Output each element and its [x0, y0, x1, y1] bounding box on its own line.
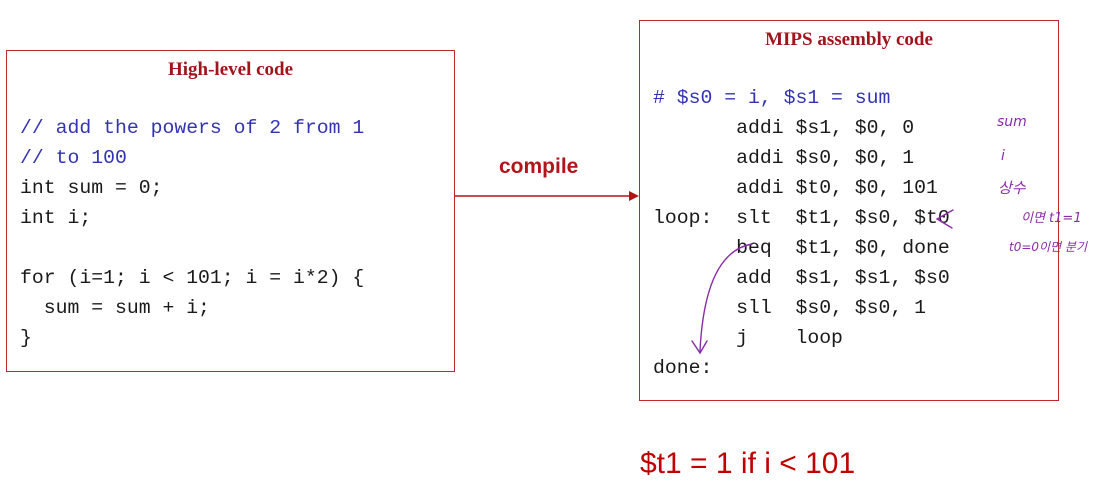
high-level-code-box: High-level code // add the powers of 2 f…	[6, 50, 455, 372]
code-line: addi $s1, $0, 0	[653, 117, 915, 139]
code-line: }	[20, 327, 32, 349]
code-line: loop: slt $t1, $s0, $t0	[653, 207, 950, 229]
mips-assembly-title: MIPS assembly code	[765, 29, 933, 50]
code-line: int i;	[20, 207, 92, 229]
code-line: addi $t0, $0, 101	[653, 177, 938, 199]
code-line: beq $t1, $0, done	[653, 237, 950, 259]
code-line: int sum = 0;	[20, 177, 163, 199]
code-line: sum = sum + i;	[20, 297, 210, 319]
compile-arrow	[455, 191, 639, 201]
code-line: sll $s0, $s0, 1	[653, 297, 927, 319]
code-line: // add the powers of 2 from 1	[20, 117, 365, 139]
code-line: addi $s0, $0, 1	[653, 147, 915, 169]
code-line: # $s0 = i, $s1 = sum	[653, 87, 891, 109]
code-line: done:	[653, 357, 713, 379]
compile-label: compile	[499, 155, 579, 178]
code-line: for (i=1; i < 101; i = i*2) {	[20, 267, 365, 289]
mips-assembly-listing: # $s0 = i, $s1 = sum addi $s1, $0, 0 add…	[653, 83, 950, 383]
high-level-code-listing: // add the powers of 2 from 1 // to 100 in…	[20, 113, 364, 353]
code-line: add $s1, $s1, $s0	[653, 267, 950, 289]
code-line	[20, 233, 364, 263]
code-line: j loop	[653, 327, 843, 349]
mips-assembly-box: MIPS assembly code # $s0 = i, $s1 = sum …	[639, 20, 1059, 401]
high-level-code-title: High-level code	[167, 59, 294, 80]
slt-note: $t1 = 1 if i < 101	[640, 447, 856, 480]
code-line: // to 100	[20, 147, 127, 169]
